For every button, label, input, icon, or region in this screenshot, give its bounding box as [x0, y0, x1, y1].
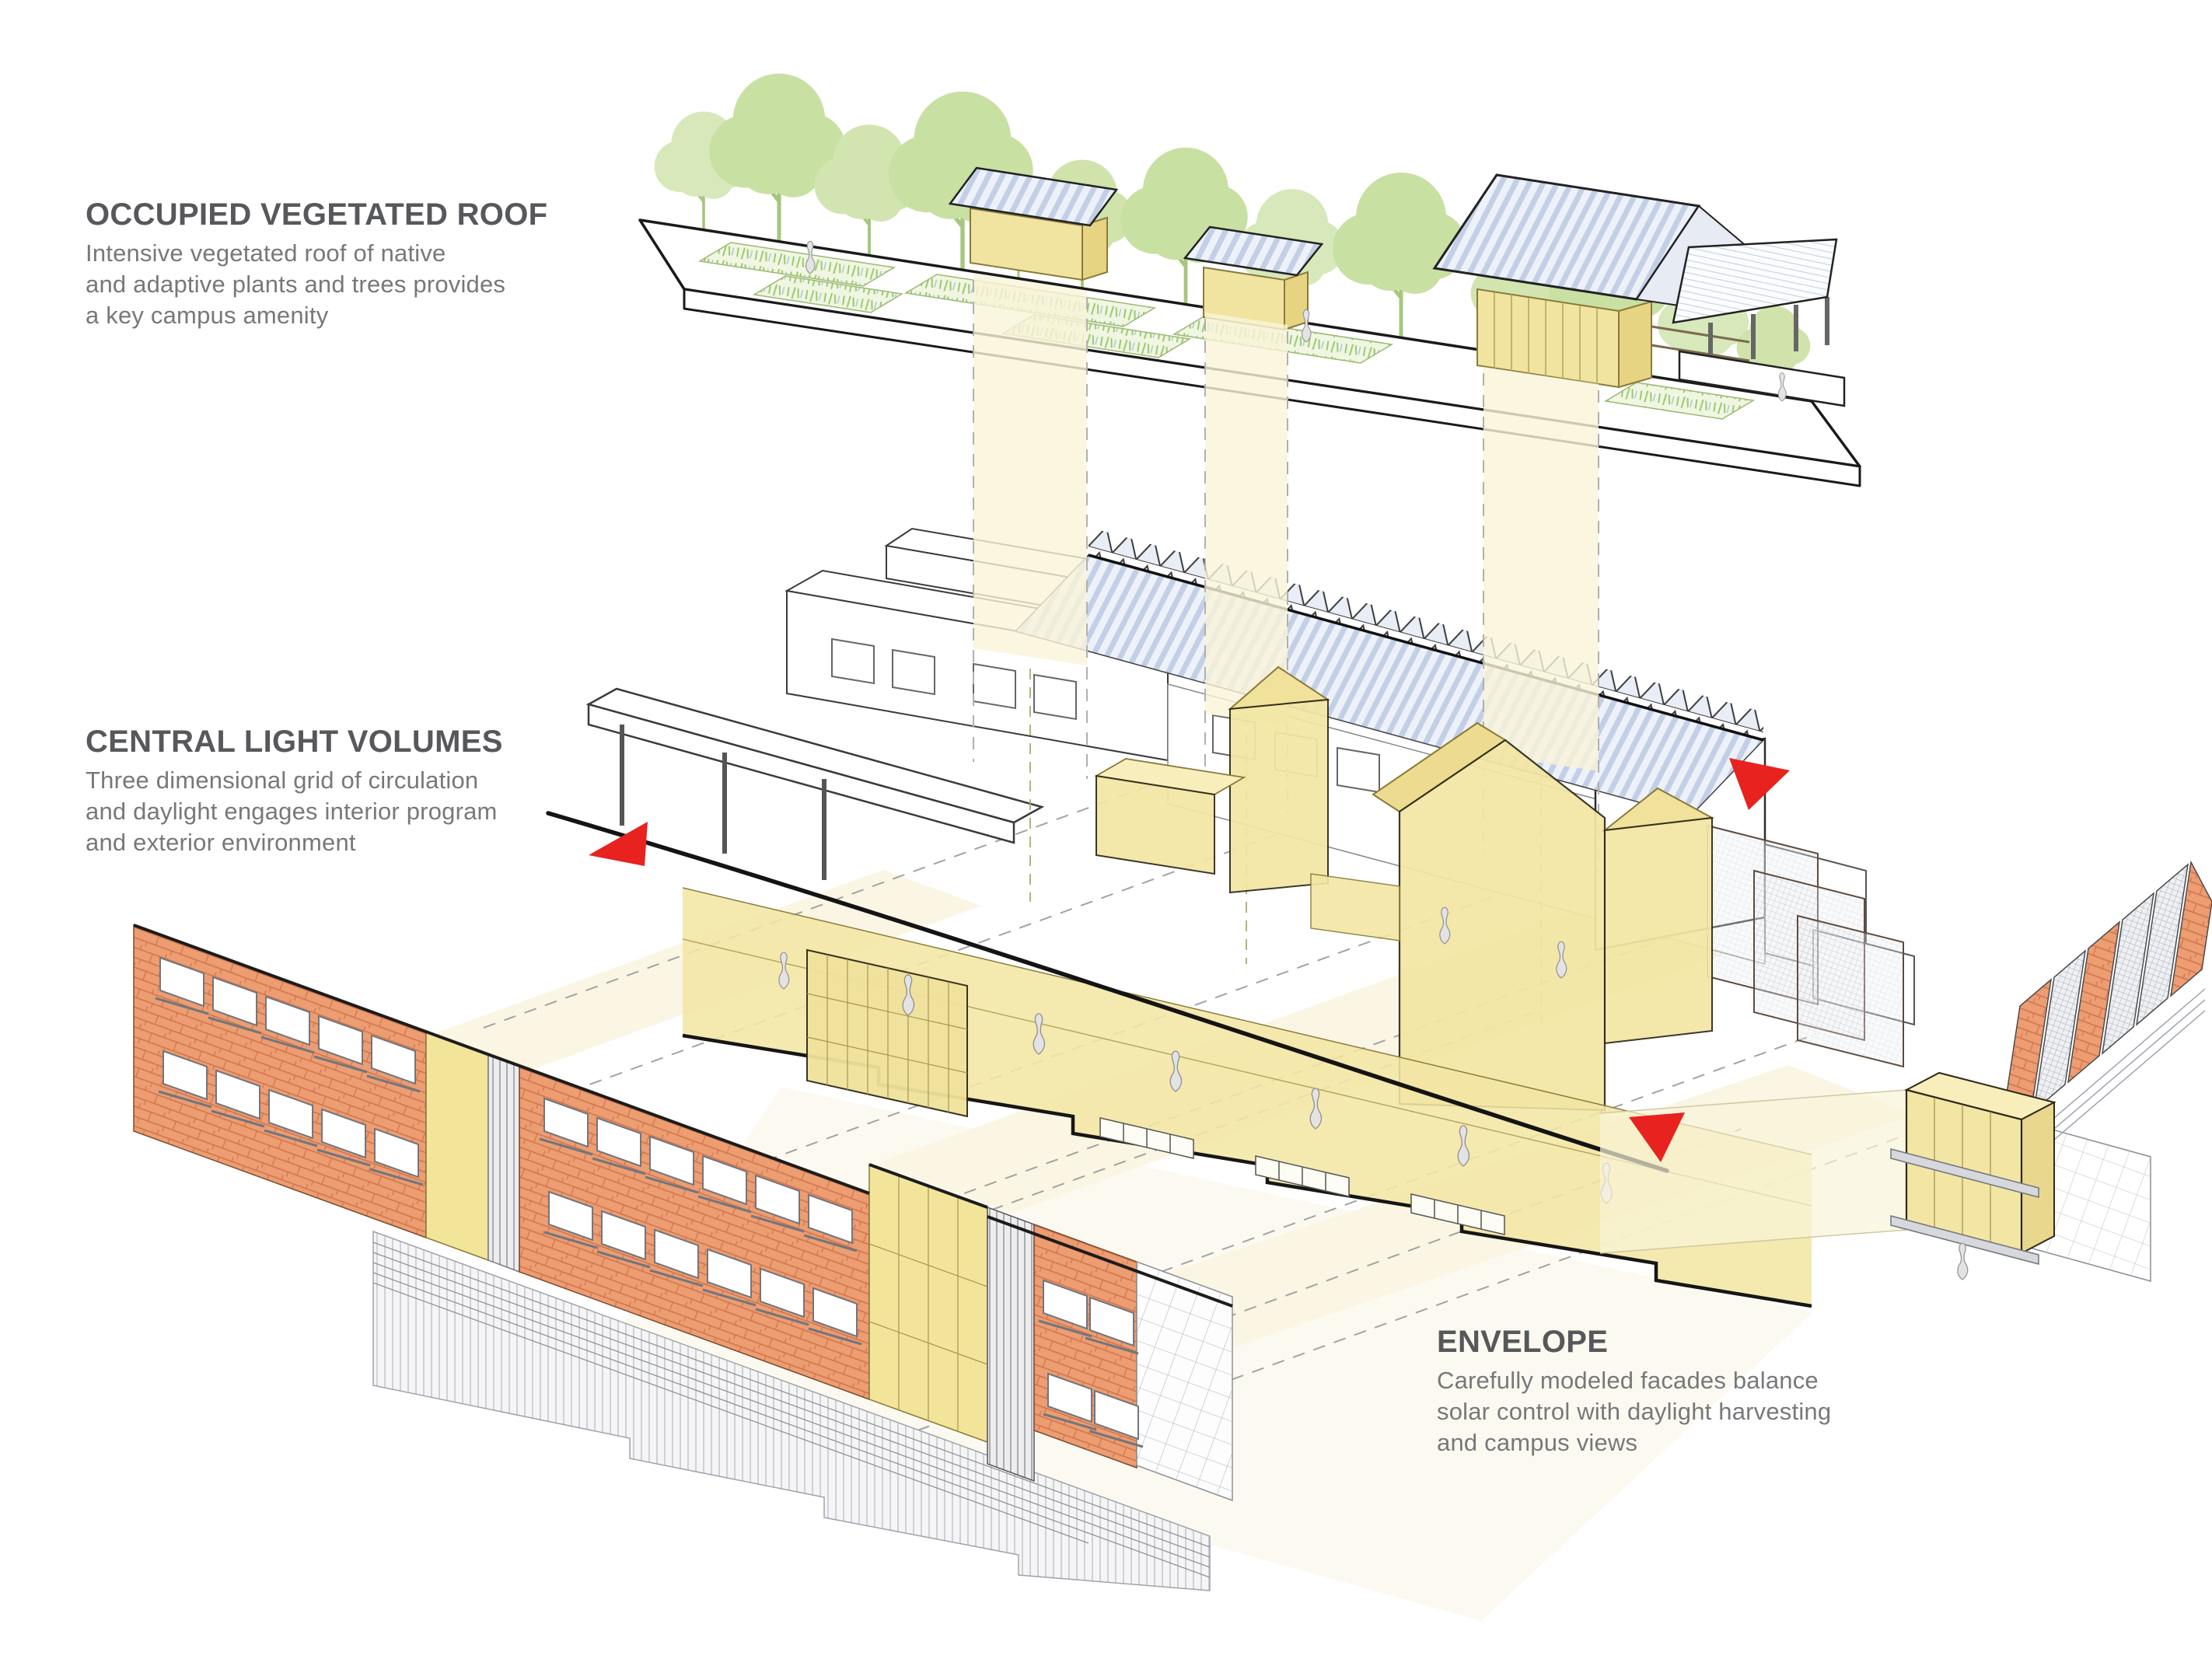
stairs — [1099, 1117, 1505, 1235]
skylight-shafts — [973, 274, 1599, 1026]
section-arrow-bottom — [1629, 1112, 1685, 1162]
roof-pavilion-small-1 — [948, 166, 1119, 281]
callout-light-line: and exterior environment — [86, 829, 356, 856]
callout-light-line: Three dimensional grid of circulation — [86, 767, 479, 794]
callout-light-line: and daylight engages interior program — [86, 798, 498, 825]
facade-wire-screens — [1707, 824, 1904, 1068]
callout-envelope-title: ENVELOPE — [1437, 1325, 1609, 1359]
callout-roof-line: Intensive vegetated roof of native — [86, 239, 446, 267]
ground-section-line — [546, 811, 1669, 1173]
callout-envelope-line: and campus views — [1437, 1429, 1638, 1456]
callout-central-light-volumes: CENTRAL LIGHT VOLUMES Three dimensional … — [86, 725, 630, 858]
section-markers — [589, 758, 1790, 1162]
central-light-volumes-layer — [546, 274, 1915, 1308]
callout-envelope-line: Carefully modeled facades balance — [1437, 1367, 1819, 1394]
envelope-facade-layer — [133, 924, 1233, 1591]
screen-panels — [1998, 860, 2212, 1141]
callout-envelope-line: solar control with daylight harvesting — [1437, 1398, 1832, 1425]
callout-roof-title: OCCUPIED VEGETATED ROOF — [86, 197, 548, 232]
section-arrow-right — [1729, 758, 1790, 810]
glazed-light-box — [1890, 1071, 2056, 1265]
callout-envelope: ENVELOPE Carefully modeled facades balan… — [1437, 1325, 1981, 1458]
louver-screen — [372, 1230, 1211, 1591]
callout-roof-line: a key campus amenity — [86, 302, 329, 329]
light-volumes — [1094, 665, 1715, 1112]
entry-glass-box — [806, 948, 968, 1118]
roof-pavilion-small-2 — [1183, 225, 1324, 331]
figure — [1957, 1242, 1969, 1280]
roof-pergola — [1672, 238, 1846, 407]
callout-occupied-vegetated-roof: OCCUPIED VEGETATED ROOF Intensive vegeta… — [86, 197, 630, 331]
section-arrow-left — [589, 822, 648, 866]
callout-roof-line: and adaptive plants and trees provides — [86, 271, 506, 298]
callout-light-title: CENTRAL LIGHT VOLUMES — [86, 725, 503, 759]
envelope-fragment-right — [1599, 860, 2212, 1282]
